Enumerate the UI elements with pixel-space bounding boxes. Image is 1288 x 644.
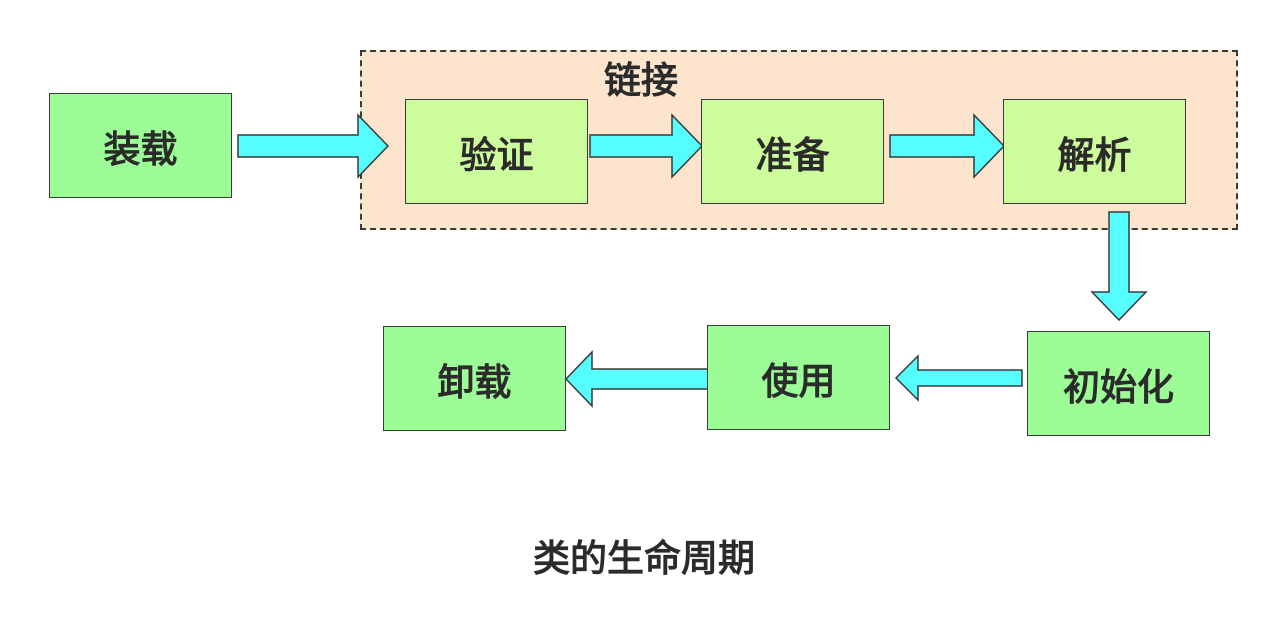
node-load: 装载 bbox=[49, 93, 232, 198]
arrow-initialize-to-use bbox=[894, 354, 1023, 402]
node-initialize: 初始化 bbox=[1027, 331, 1210, 436]
arrow-verify-to-prepare bbox=[589, 113, 704, 179]
arrow-load-to-verify bbox=[237, 113, 390, 179]
linking-group-label: 链接 bbox=[604, 59, 678, 102]
node-use: 使用 bbox=[707, 325, 890, 430]
arrow-resolve-to-initialize bbox=[1090, 211, 1148, 322]
node-resolve: 解析 bbox=[1003, 99, 1186, 204]
diagram-caption: 类的生命周期 bbox=[533, 537, 755, 580]
node-unload: 卸载 bbox=[383, 326, 566, 431]
arrow-use-to-unload bbox=[564, 350, 709, 408]
arrow-prepare-to-resolve bbox=[889, 113, 1006, 179]
node-prepare: 准备 bbox=[701, 99, 884, 204]
node-verify: 验证 bbox=[405, 99, 588, 204]
